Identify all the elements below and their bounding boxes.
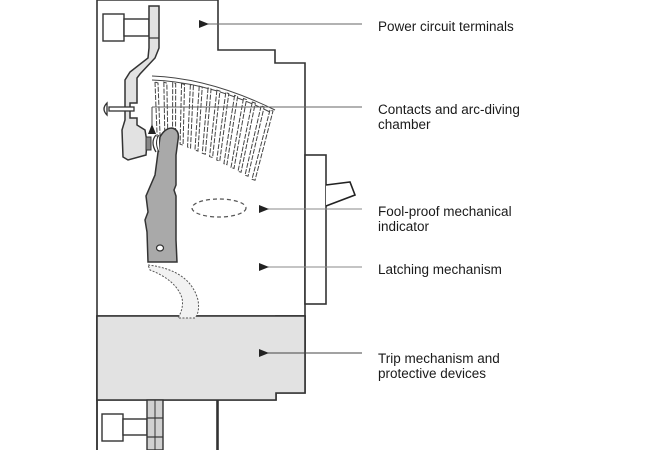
label-trip-mechanism: Trip mechanism and protective devices [378,351,500,381]
arc-splitter-plate [187,83,194,149]
label-contacts-arc-chamber: Contacts and arc-diving chamber [378,102,520,132]
arc-splitter-plate [251,109,274,181]
top-terminal-screw [102,13,125,42]
indicator-window [191,198,247,218]
front-panel [304,154,327,305]
bottom-terminal-screw [101,413,124,442]
label-mechanical-indicator: Fool-proof mechanical indicator [378,204,512,234]
adjust-screw [108,106,135,112]
arc-splitter-plate [201,87,212,155]
braided-conductor [147,264,200,319]
top-terminal-conductor [121,5,160,161]
arc-splitter-plate [237,101,256,173]
arc-splitter-plate [154,81,161,139]
arc-splitter-plate [223,94,239,166]
arc-splitter-plate [179,82,186,146]
arc-splitter-plate [230,97,248,170]
arc-splitter-plate [216,91,230,162]
bottom-housing [96,400,218,450]
arc-chamber [151,75,276,181]
label-latching-mechanism: Latching mechanism [378,262,502,277]
fixed-contact [145,136,152,151]
arc-splitter-plate [194,85,203,152]
moving-contact-arm [144,127,180,263]
pivot-hole [155,244,165,252]
label-power-circuit-terminals: Power circuit terminals [378,19,514,34]
toggle-handle [325,181,357,207]
